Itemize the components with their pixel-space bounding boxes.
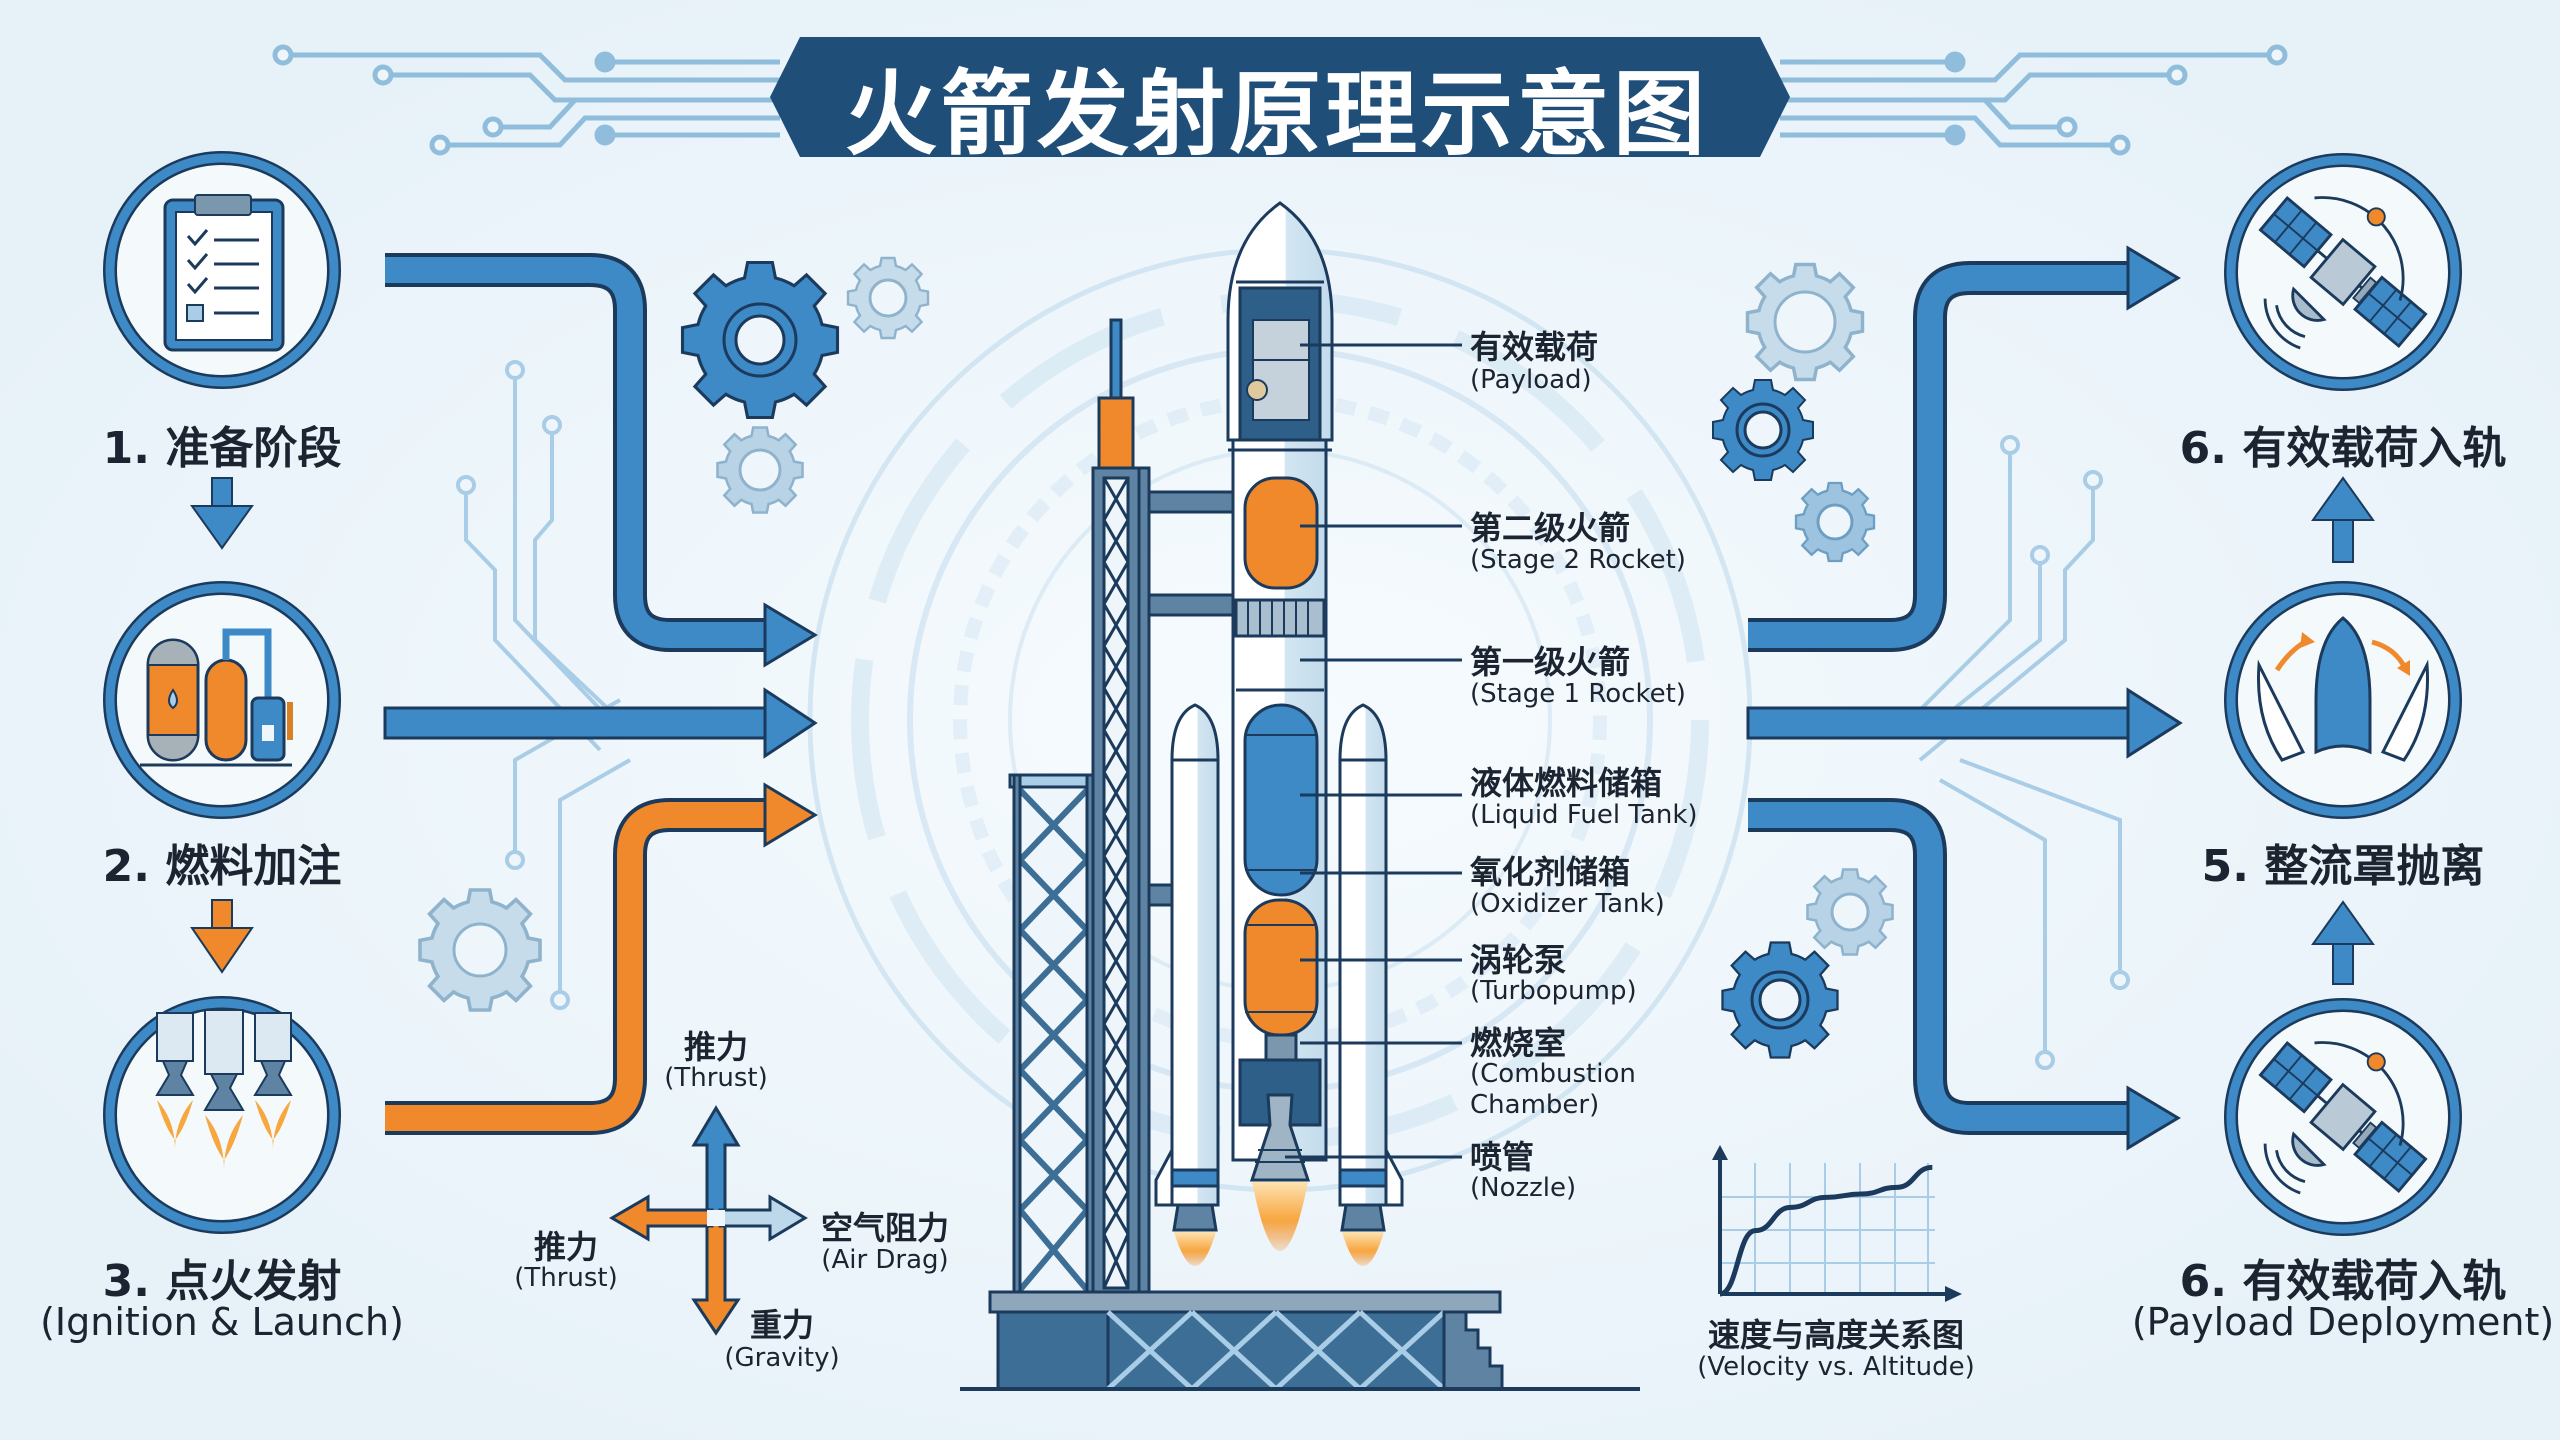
- step3-circle: [103, 996, 341, 1234]
- step6-bottom-label: 6. 有效载荷入轨: [2179, 1256, 2507, 1307]
- velocity-curve: [1719, 1164, 1933, 1297]
- launch-platform: [960, 1290, 1640, 1391]
- part-sublabel-nozzle: (Nozzle): [1470, 1173, 1577, 1203]
- step2-label: 2. 燃料加注: [102, 841, 342, 892]
- flow-arrow-step1-to-rocket: [385, 253, 818, 668]
- flow-arrow-rocket-to-step5: [1746, 687, 2183, 759]
- gear-icon: [418, 888, 542, 1012]
- chart-subtitle: (Velocity vs. Altitude): [1697, 1352, 1975, 1382]
- force-label-thrust-up: 推力: [683, 1028, 749, 1066]
- step6-circle-bottom: [2224, 998, 2462, 1236]
- flow-arrow-step3-to-rocket: [385, 782, 818, 1135]
- gear-icon: [680, 260, 840, 420]
- arrow-up-deployment-to-step5: [2311, 900, 2375, 985]
- step1-circle: [103, 151, 341, 389]
- part-sublabel-stage1: (Stage 1 Rocket): [1470, 679, 1686, 709]
- circuit-lines-top-right: [1780, 44, 2288, 156]
- rocket-engines-firing-icon: [155, 1009, 293, 1170]
- gear-icon: [1712, 379, 1814, 481]
- part-label-stage1: 第一级火箭: [1470, 643, 1631, 681]
- part-label-stage2: 第二级火箭: [1470, 509, 1631, 547]
- payload-satellite: [1246, 319, 1310, 421]
- arrow-down-step1-to-step2: [190, 477, 254, 550]
- chart-title: 速度与高度关系图: [1707, 1316, 1965, 1354]
- step6-circle-top: [2224, 153, 2462, 391]
- force-sublabel-air-drag: (Air Drag): [821, 1245, 949, 1275]
- step3-label: 3. 点火发射: [102, 1256, 342, 1307]
- gear-icon: [1794, 481, 1876, 563]
- side-booster-right: [1338, 703, 1404, 1266]
- gear-icon: [846, 256, 930, 340]
- force-label-gravity: 重力: [749, 1306, 815, 1344]
- arrow-down-step2-to-step3: [190, 899, 254, 974]
- gear-icon: [1806, 868, 1894, 956]
- flow-arrow-rocket-to-deployment: [1748, 798, 2181, 1151]
- rocket: [1154, 201, 1404, 1266]
- force-label-thrust-left: 推力: [533, 1228, 599, 1266]
- part-label-payload: 有效载荷: [1470, 328, 1599, 366]
- side-booster-left: [1154, 703, 1220, 1266]
- gear-icon: [1745, 262, 1865, 382]
- force-diagram: [609, 1105, 808, 1336]
- circuit-lines-top-left: [272, 44, 780, 156]
- part-leader-lines: [1285, 343, 1462, 1159]
- part-sublabel-stage2: (Stage 2 Rocket): [1470, 545, 1686, 575]
- step3-sublabel: (Ignition & Launch): [40, 1300, 404, 1344]
- force-label-air-drag: 空气阻力: [820, 1209, 950, 1247]
- step5-circle: [2224, 581, 2462, 819]
- step2-circle: [103, 581, 341, 819]
- title-banner: [770, 37, 1790, 157]
- circuit-lines-right: [1898, 435, 2130, 1070]
- part-label-fuel-tank: 液体燃料储箱: [1470, 764, 1663, 802]
- part-sublabel-combustion-chamber-2: Chamber): [1470, 1090, 1600, 1120]
- step5-label: 5. 整流罩抛离: [2201, 841, 2485, 892]
- clipboard-checklist-icon: [163, 194, 285, 352]
- force-sublabel-thrust-left: (Thrust): [514, 1263, 618, 1293]
- part-label-turbopump: 涡轮泵: [1470, 941, 1567, 979]
- arrow-up-step5-to-step6: [2311, 476, 2375, 563]
- part-label-combustion-chamber: 燃烧室: [1470, 1024, 1567, 1062]
- part-sublabel-fuel-tank: (Liquid Fuel Tank): [1470, 800, 1698, 830]
- gear-icon: [716, 426, 804, 514]
- force-sublabel-thrust-up: (Thrust): [664, 1063, 768, 1093]
- flow-arrow-step2-to-rocket: [383, 687, 818, 759]
- velocity-altitude-chart: [1712, 1145, 1962, 1302]
- flow-arrow-rocket-to-step6: [1748, 245, 2181, 652]
- step6-bottom-sublabel: (Payload Deployment): [2131, 1300, 2555, 1344]
- gear-icon: [1721, 941, 1839, 1059]
- step1-label: 1. 准备阶段: [102, 423, 342, 474]
- step6-top-label: 6. 有效载荷入轨: [2179, 423, 2507, 474]
- fairing-separation-icon: [2257, 616, 2429, 762]
- page-title: 火箭发射原理示意图: [845, 61, 1710, 168]
- part-sublabel-oxidizer-tank: (Oxidizer Tank): [1470, 889, 1665, 919]
- part-label-nozzle: 喷管: [1470, 1138, 1535, 1176]
- part-label-oxidizer-tank: 氧化剂储箱: [1470, 853, 1631, 891]
- part-sublabel-payload: (Payload): [1470, 365, 1592, 395]
- force-sublabel-gravity: (Gravity): [724, 1343, 840, 1373]
- part-sublabel-combustion-chamber: (Combustion: [1470, 1059, 1636, 1089]
- fuel-tanks-icon: [140, 628, 293, 767]
- part-sublabel-turbopump: (Turbopump): [1470, 976, 1637, 1006]
